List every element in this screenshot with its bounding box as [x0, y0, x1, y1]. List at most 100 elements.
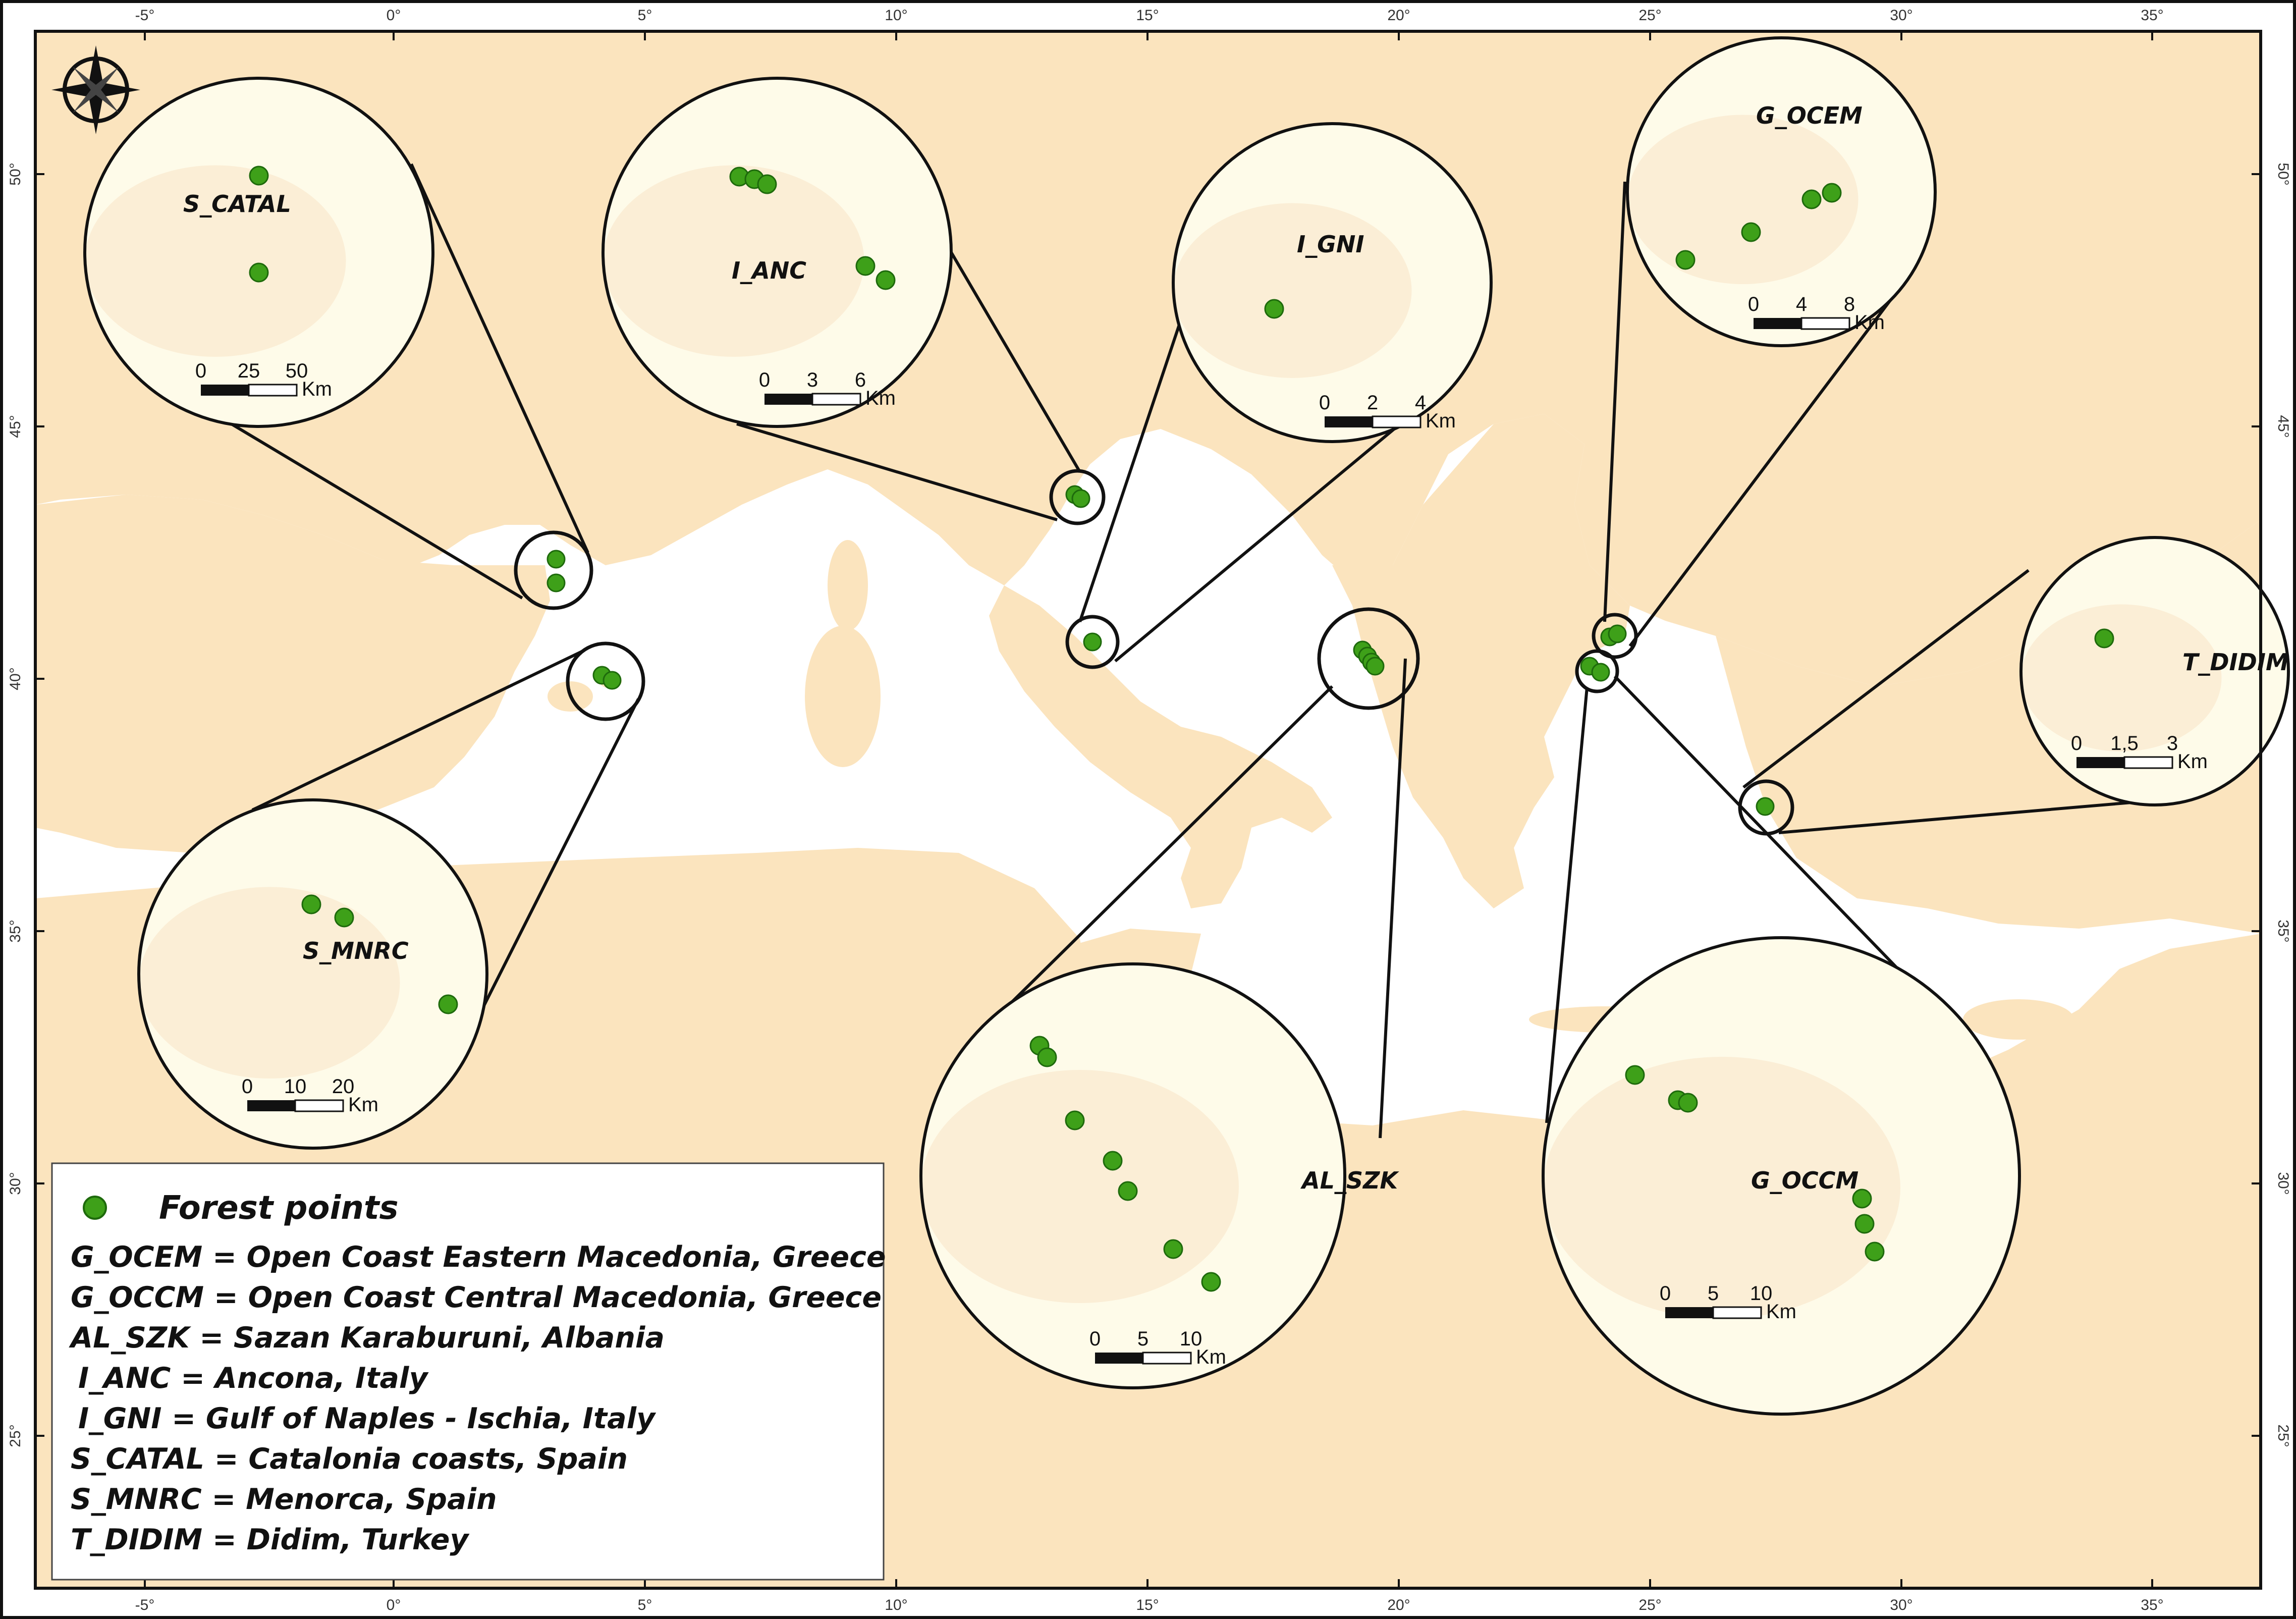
connector-line [1545, 687, 1589, 1123]
forest-point [249, 262, 269, 283]
scale-tick-label: 0 [759, 369, 770, 391]
compass-star-s [89, 90, 103, 134]
inset-site-label: I_GNI [1297, 231, 1364, 258]
compass-star-ns [89, 45, 103, 90]
lat-label-right: 35° [2275, 920, 2291, 942]
scale-bar-dark-segment [1754, 318, 1801, 329]
locator-circle [514, 530, 593, 610]
connector-line [950, 251, 1081, 473]
compass-star-diag1 [96, 67, 119, 90]
inset-land-shape [139, 887, 400, 1078]
scale-tick-label: 0 [242, 1075, 253, 1098]
compass-star-e [96, 83, 140, 97]
scale-tick-label: 0 [1089, 1328, 1101, 1350]
forest-point [1852, 1189, 1872, 1209]
forest-point [1822, 183, 1842, 203]
legend-entry: I_ANC = Ancona, Italy [78, 1362, 429, 1395]
inset-land [85, 165, 346, 357]
connector-line [736, 422, 1058, 521]
inset-site-label: T_DIDIM [2182, 649, 2289, 676]
compass-star-w [51, 83, 96, 97]
lon-label-bottom: 5° [638, 1597, 652, 1613]
scale-tick-label: 10 [1750, 1282, 1773, 1305]
inset-land-shape [1543, 1057, 1900, 1319]
forest-point [1201, 1272, 1221, 1292]
forest-point-locator [1591, 663, 1610, 682]
inset-border [1172, 122, 1493, 443]
forest-point [249, 166, 269, 186]
forest-point [1065, 1110, 1085, 1130]
forest-point [876, 270, 896, 290]
locator-circle [1575, 649, 1619, 693]
legend-forest-point-icon [83, 1196, 107, 1220]
scale-bar-light-segment [1142, 1352, 1192, 1365]
land-balkans [1332, 414, 1630, 908]
lon-label-top: 35° [2141, 7, 2163, 24]
lon-label-bottom: 20° [1387, 1597, 1410, 1613]
scale-bar-dark-segment [1095, 1353, 1143, 1364]
scale-tick-label: 0 [1748, 293, 1759, 315]
scale-tick-label: 0 [2071, 732, 2082, 754]
scale-tick-label: 3 [807, 369, 818, 391]
inset-border [919, 962, 1346, 1389]
locator-circle [1049, 469, 1106, 525]
inset-land [1543, 1057, 1900, 1319]
scale-tick-label: 6 [855, 369, 866, 391]
legend-entry: T_DIDIM = Didim, Turkey [71, 1523, 470, 1556]
scale-unit-label: Km [302, 378, 332, 400]
forest-point-locator [1756, 797, 1775, 816]
lat-label-right: 50° [2275, 163, 2291, 185]
legend-entry: AL_SZK = Sazan Karaburuni, Albania [69, 1321, 665, 1355]
lat-label-right: 25° [2275, 1424, 2291, 1447]
lon-label-top: 20° [1387, 7, 1410, 24]
forest-point [855, 256, 876, 276]
lon-label-bottom: 10° [885, 1597, 907, 1613]
scale-bar-light-segment [248, 384, 298, 397]
inset-land [2021, 604, 2222, 751]
connector-lines [201, 163, 2133, 1139]
lon-label-top: 25° [1638, 7, 1661, 24]
land-sardinia [805, 626, 881, 767]
legend-entry: S_MNRC = Menorca, Spain [71, 1483, 497, 1516]
connector-line [1379, 658, 1407, 1139]
lon-label-bottom: 35° [2141, 1597, 2163, 1613]
forest-point [2094, 628, 2114, 649]
inset-border [1626, 36, 1937, 347]
scale-tick-label: 50 [286, 360, 308, 382]
scale-bar-dark-segment [201, 385, 249, 396]
connector-line [251, 650, 584, 812]
lat-label-right: 45° [2275, 415, 2291, 438]
lon-label-bottom: 30° [1890, 1597, 1912, 1613]
scale-tick-label: 5 [1708, 1282, 1719, 1305]
scale-bar-light-segment [811, 393, 861, 406]
inset-land-shape [1627, 115, 1858, 284]
lon-label-bottom: 0° [387, 1597, 401, 1613]
inset-land-shape [603, 165, 864, 357]
land-iberia [35, 495, 550, 853]
scale-tick-label: 5 [1137, 1328, 1149, 1350]
lon-label-top: -5° [135, 7, 155, 24]
scale-bar-dark-segment [1325, 416, 1373, 427]
land-corsica [828, 540, 868, 631]
locator-circle [566, 641, 645, 721]
lat-label-left: 30° [7, 1172, 24, 1195]
inset-land [921, 1070, 1239, 1303]
scale-tick-label: 0 [195, 360, 206, 382]
inset-border [83, 77, 434, 428]
forest-point [438, 994, 458, 1014]
lat-label-left: 35° [7, 920, 24, 942]
scale-tick-label: 10 [1180, 1328, 1202, 1350]
scale-tick-label: 0 [1319, 392, 1330, 414]
lat-label-left: 45° [7, 415, 24, 438]
